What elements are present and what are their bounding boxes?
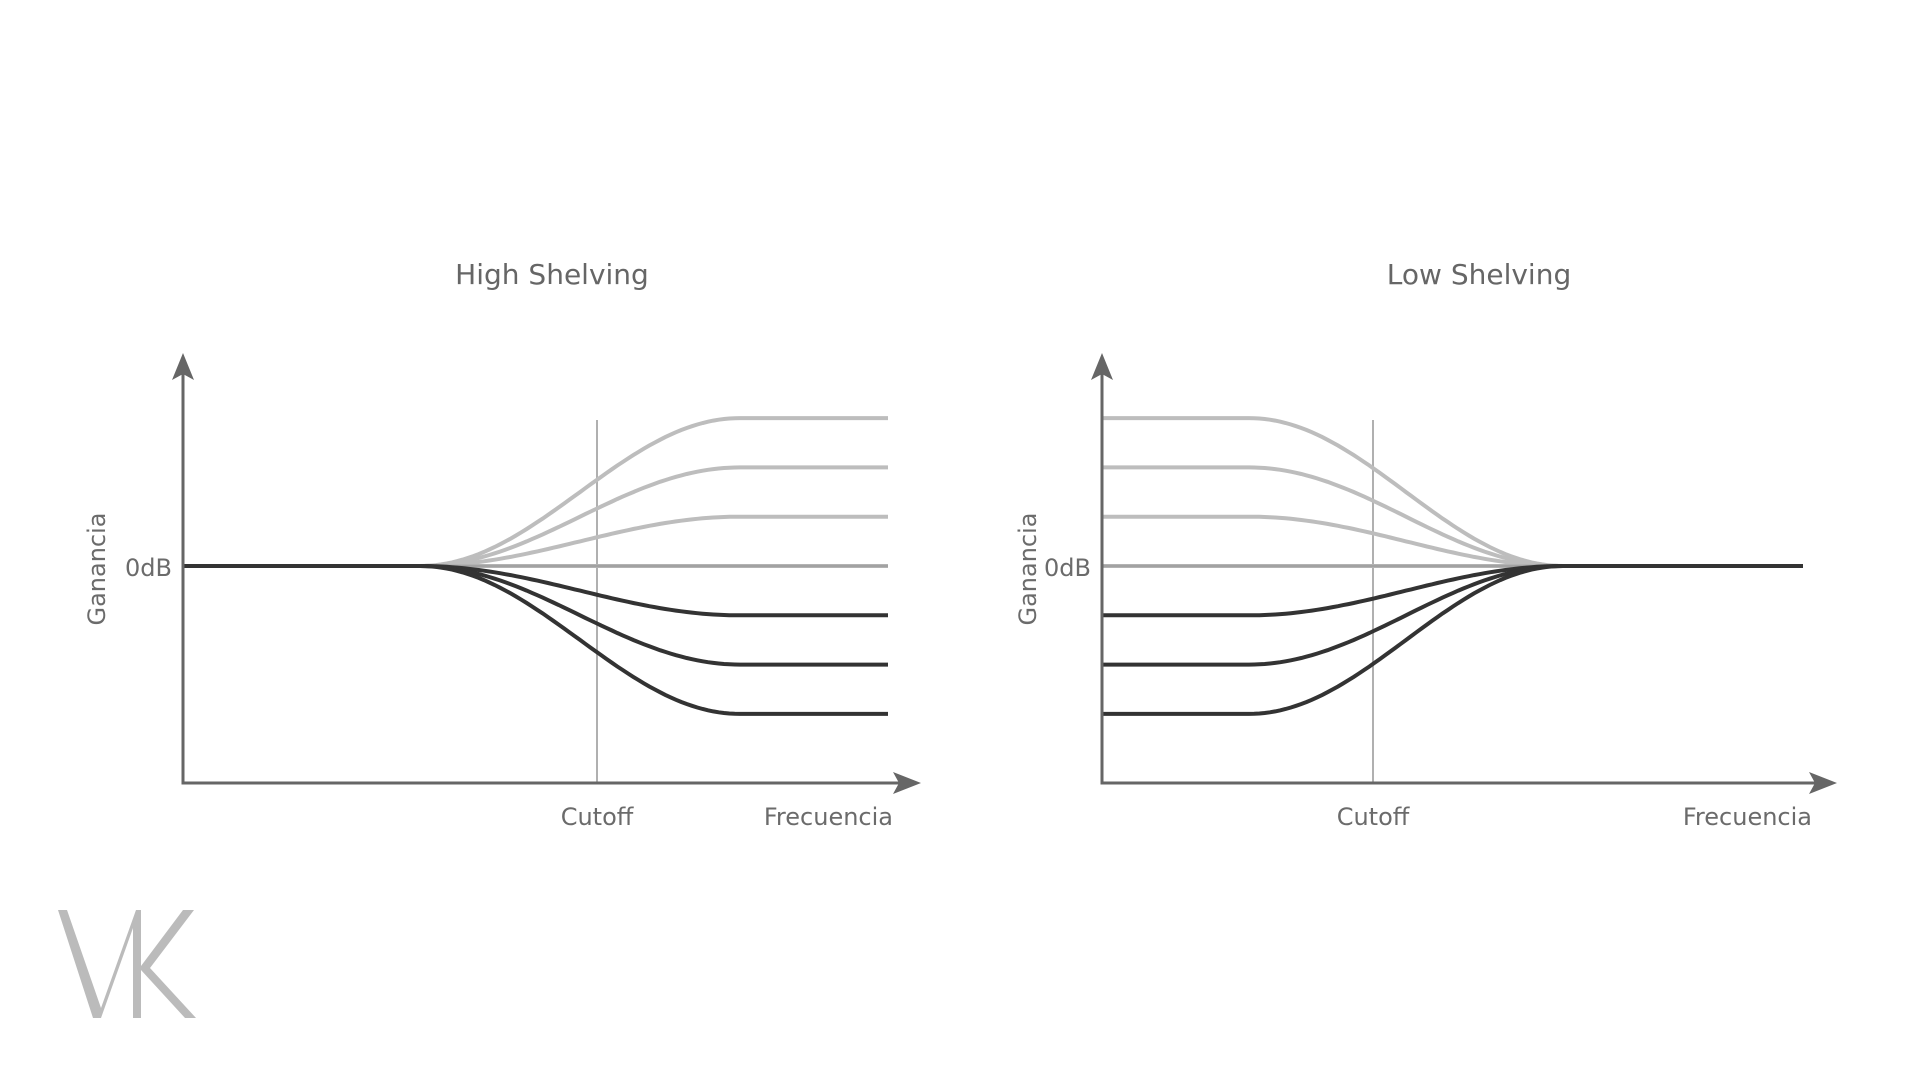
gain-curve-minus2 [1102, 564, 1803, 667]
curves [1102, 416, 1803, 716]
gain-curve-plus1 [183, 514, 888, 568]
x-axis-arrow-icon [893, 772, 921, 794]
x-tick-label-cutoff: Cutoff [561, 803, 634, 831]
high-shelving-chart: High Shelving 0dB Cutoff Frecuencia Gana… [83, 258, 921, 831]
gain-curve-plus2 [1102, 465, 1803, 568]
y-axis-label: Ganancia [83, 512, 111, 625]
x-axis-label: Frecuencia [1683, 803, 1812, 831]
gain-curve-minus1 [183, 564, 888, 618]
y-tick-label-0db: 0dB [1044, 554, 1091, 582]
gain-curve-plus3 [183, 416, 888, 568]
gain-curve-plus3 [1102, 416, 1803, 568]
gain-curve-minus3 [1102, 564, 1803, 716]
low-shelving-chart: Low Shelving 0dB Cutoff Frecuencia Ganan… [1014, 258, 1837, 831]
x-axis-label: Frecuencia [764, 803, 893, 831]
gain-curve-minus2 [183, 564, 888, 667]
y-tick-label-0db: 0dB [125, 554, 172, 582]
x-tick-label-cutoff: Cutoff [1337, 803, 1410, 831]
logo-letter-k-arms [141, 910, 196, 1018]
y-axis-arrow-icon [1091, 353, 1113, 380]
gain-curve-plus2 [183, 465, 888, 568]
chart-title: High Shelving [455, 258, 649, 291]
gain-curve-minus3 [183, 564, 888, 716]
curves [183, 416, 888, 716]
y-axis-arrow-icon [172, 353, 194, 380]
y-axis-label: Ganancia [1014, 512, 1042, 625]
chart-title: Low Shelving [1387, 258, 1571, 291]
logo-letter-v [58, 910, 141, 1018]
gain-curve-minus1 [1102, 564, 1803, 618]
x-axis-arrow-icon [1809, 772, 1837, 794]
vk-logo [58, 910, 196, 1018]
gain-curve-plus1 [1102, 514, 1803, 568]
